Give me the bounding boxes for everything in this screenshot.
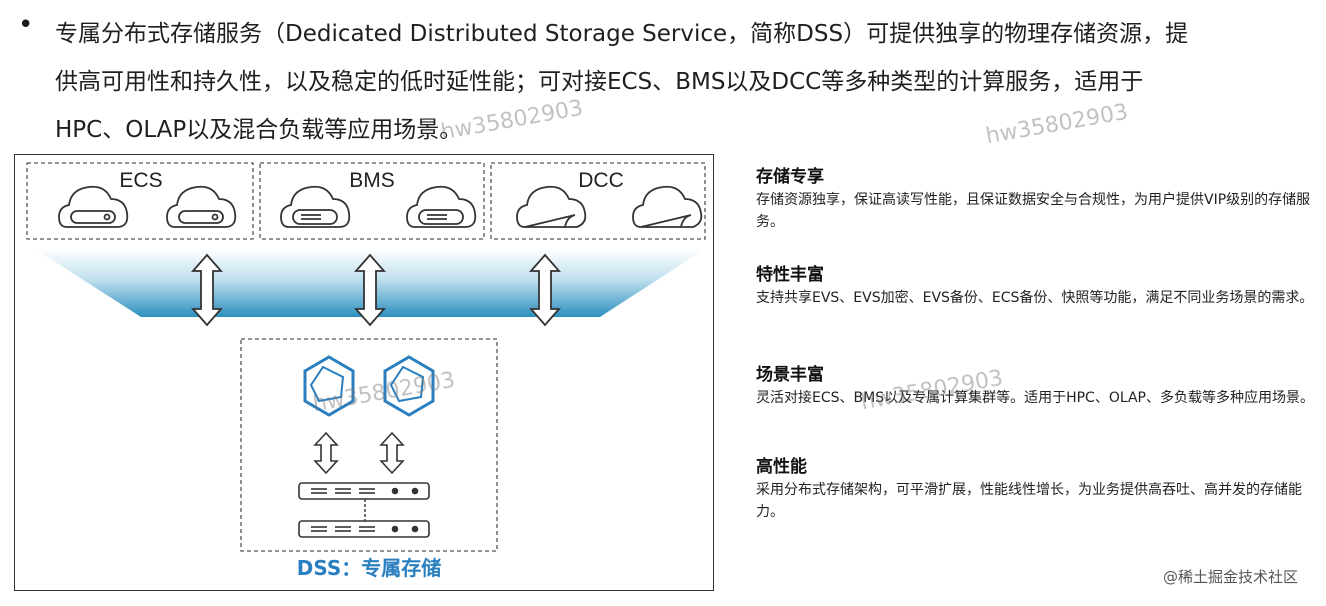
feature-item: 场景丰富 灵活对接ECS、BMS以及专属计算集群等。适用于HPC、OLAP、多负… [756,360,1316,409]
double-arrow-icon [313,431,339,475]
architecture-diagram: ECS BMS DCC [14,154,714,591]
bms-cloud-icon [280,185,351,228]
source-credit: @稀土掘金技术社区 [1162,568,1298,586]
bms-cloud-icon [406,185,477,228]
bms-label: BMS [349,169,395,192]
dcc-label: DCC [578,169,624,192]
server-rack-icon [298,520,430,538]
ecs-group-box [26,162,254,240]
feature-title: 特性丰富 [756,265,824,285]
diagram-canvas: ECS BMS DCC [26,162,706,580]
intro-line-1: 专属分布式存储服务（Dedicated Distributed Storage … [55,21,1189,47]
feature-title: 场景丰富 [756,365,824,385]
intro-paragraph: • 专属分布式存储服务（Dedicated Distributed Storag… [0,0,1326,150]
server-rack-icon [298,482,430,500]
intro-line-3: HPC、OLAP以及混合负载等应用场景。 [55,117,463,143]
dss-label: DSS：专属存储 [297,556,442,580]
feature-title: 高性能 [756,457,807,477]
ecs-label: ECS [119,169,162,192]
feature-title: 存储专享 [756,167,824,187]
ecs-cloud-icon [166,185,237,228]
bullet-dot: • [18,10,34,40]
dss-box [240,338,498,552]
feature-desc: 采用分布式存储架构，可平滑扩展，性能线性增长，为业务提供高吞吐、高并发的存储能力… [756,482,1302,520]
bms-group-box [259,162,485,240]
intro-line-2: 供高可用性和持久性，以及稳定的低时延性能；可对接ECS、BMS以及DCC等多种类… [55,69,1144,95]
feature-item: 存储专享 存储资源独享，保证高读写性能，且保证数据安全与合规性，为用户提供VIP… [756,162,1316,233]
feature-desc: 存储资源独享，保证高读写性能，且保证数据安全与合规性，为用户提供VIP级别的存储… [756,192,1311,230]
dcc-group-box [490,162,706,240]
dcc-cloud-icon [516,185,587,228]
double-arrow-icon [529,253,561,327]
double-arrow-icon [354,253,386,327]
dcc-cloud-icon [632,185,703,228]
storage-cube-icon [303,355,355,417]
feature-desc: 支持共享EVS、EVS加密、EVS备份、ECS备份、快照等功能，满足不同业务场景… [756,290,1314,306]
storage-cube-icon [383,355,435,417]
feature-item: 高性能 采用分布式存储架构，可平滑扩展，性能线性增长，为业务提供高吞吐、高并发的… [756,452,1316,523]
ecs-cloud-icon [58,185,129,228]
double-arrow-icon [379,431,405,475]
feature-item: 特性丰富 支持共享EVS、EVS加密、EVS备份、ECS备份、快照等功能，满足不… [756,260,1316,309]
double-arrow-icon [191,253,223,327]
feature-desc: 灵活对接ECS、BMS以及专属计算集群等。适用于HPC、OLAP、多负载等多种应… [756,390,1314,406]
